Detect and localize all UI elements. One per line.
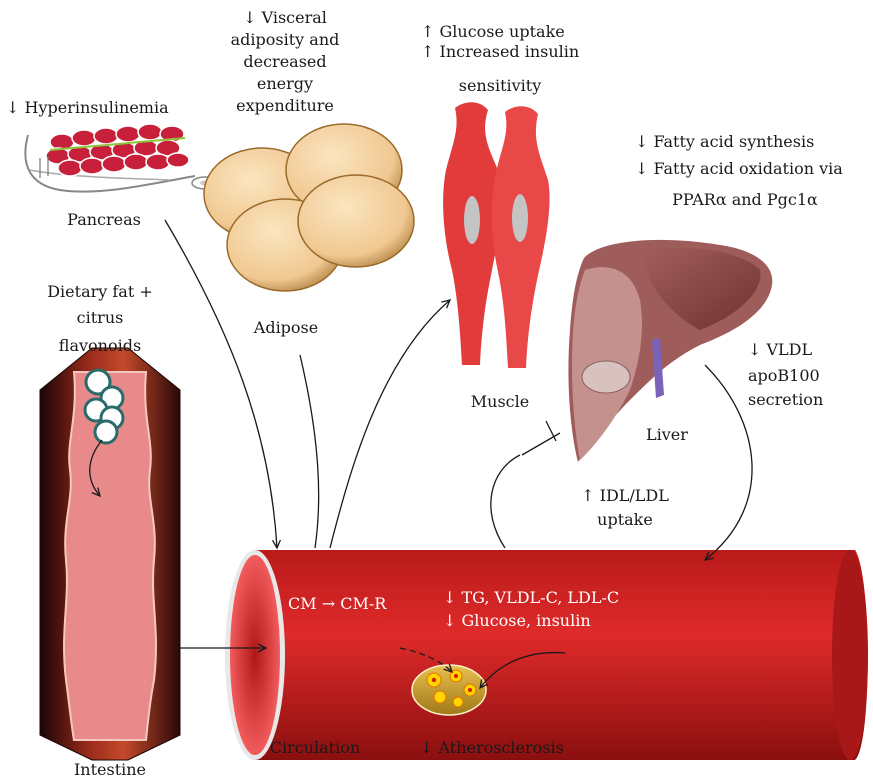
intestine-input-line1: Dietary fat + <box>20 282 180 302</box>
arrow-adipose-to-circulation <box>300 355 319 548</box>
circulation-label: Circulation <box>250 738 380 758</box>
atherosclerosis-label: ↓ Atherosclerosis <box>420 738 564 758</box>
adipose-effect-line3: decreased <box>215 52 355 72</box>
muscle-effect-line3: sensitivity <box>430 76 570 96</box>
blood-vessel <box>225 550 868 760</box>
muscle-label: Muscle <box>440 392 560 412</box>
circulation-lipids: ↓ TG, VLDL-C, LDL-C <box>443 588 619 608</box>
pancreas-effect: ↓ Hyperinsulinemia <box>6 98 169 118</box>
adipose-effect-line2: adiposity and <box>215 30 355 50</box>
arrow-circulation-to-liver <box>491 455 520 548</box>
liver-vldl-line2: apoB100 <box>748 366 820 386</box>
arrow-circulation-to-muscle <box>330 300 450 548</box>
pancreas-label: Pancreas <box>44 210 164 230</box>
intestine-label: Intestine <box>45 760 175 780</box>
adipose-effect-line4: energy <box>215 74 355 94</box>
liver-vldl-line1: ↓ VLDL <box>748 340 812 360</box>
muscle-illustration <box>443 102 549 368</box>
liver-label: Liver <box>646 425 688 445</box>
adipose-label: Adipose <box>226 318 346 338</box>
muscle-effect-line1: ↑ Glucose uptake <box>421 22 565 42</box>
adipose-effect-line1: ↓ Visceral <box>215 8 355 28</box>
liver-uptake-line2: uptake <box>570 510 680 530</box>
arrow-liver-to-circulation <box>705 365 752 560</box>
adipose-illustration <box>204 124 414 291</box>
liver-uptake-line1: ↑ IDL/LDL <box>570 486 680 506</box>
intestine-input-line2: citrus <box>20 308 180 328</box>
plaque-illustration <box>412 665 486 715</box>
muscle-effect-line2: ↑ Increased insulin <box>421 42 579 62</box>
liver-vldl-line3: secretion <box>748 390 823 410</box>
liver-effect-line3: PPARα and Pgc1α <box>635 190 855 210</box>
intestine-input-line3: flavonoids <box>20 336 180 356</box>
liver-effect-line2: ↓ Fatty acid oxidation via <box>635 159 843 179</box>
liver-effect-line1: ↓ Fatty acid synthesis <box>635 132 814 152</box>
intestine-illustration <box>40 348 180 760</box>
liver-receptor <box>522 421 560 455</box>
circulation-conversion: CM → CM-R <box>288 594 386 614</box>
adipose-effect-line5: expenditure <box>215 96 355 116</box>
circulation-glucose: ↓ Glucose, insulin <box>443 611 591 631</box>
pancreas-illustration <box>25 124 218 192</box>
